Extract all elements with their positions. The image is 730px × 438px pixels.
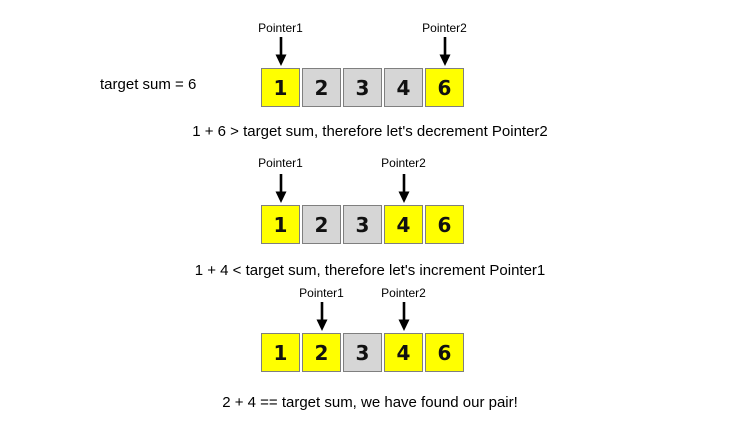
array-cell: 6: [425, 68, 464, 107]
down-arrow-icon: [398, 174, 409, 203]
array-cell: 3: [343, 205, 382, 244]
down-arrow-icon: [275, 174, 286, 203]
pointer-label: Pointer1: [299, 286, 344, 300]
array-cell: 2: [302, 68, 341, 107]
array-cell: 3: [343, 68, 382, 107]
array-cell: 3: [343, 333, 382, 372]
step-caption: 1 + 4 < target sum, therefore let's incr…: [194, 262, 546, 279]
array-cell: 6: [425, 333, 464, 372]
step-caption: 1 + 6 > target sum, therefore let's decr…: [192, 123, 548, 140]
step-caption: 2 + 4 == target sum, we have found our p…: [222, 394, 518, 411]
array-cell: 4: [384, 333, 423, 372]
target-sum-label: target sum = 6: [100, 76, 197, 93]
down-arrow-icon: [398, 302, 409, 331]
array-cell: 1: [261, 68, 300, 107]
array-cell: 6: [425, 205, 464, 244]
array-cell: 2: [302, 205, 341, 244]
pointer-label: Pointer2: [422, 21, 467, 35]
down-arrow-icon: [439, 37, 450, 66]
pointer-label: Pointer2: [381, 156, 426, 170]
pointer-label: Pointer2: [381, 286, 426, 300]
array-cell: 2: [302, 333, 341, 372]
array-cell: 1: [261, 205, 300, 244]
pointer-label: Pointer1: [258, 156, 303, 170]
pointer-label: Pointer1: [258, 21, 303, 35]
array-cell: 1: [261, 333, 300, 372]
array-cell: 4: [384, 68, 423, 107]
down-arrow-icon: [275, 37, 286, 66]
array-cell: 4: [384, 205, 423, 244]
down-arrow-icon: [316, 302, 327, 331]
